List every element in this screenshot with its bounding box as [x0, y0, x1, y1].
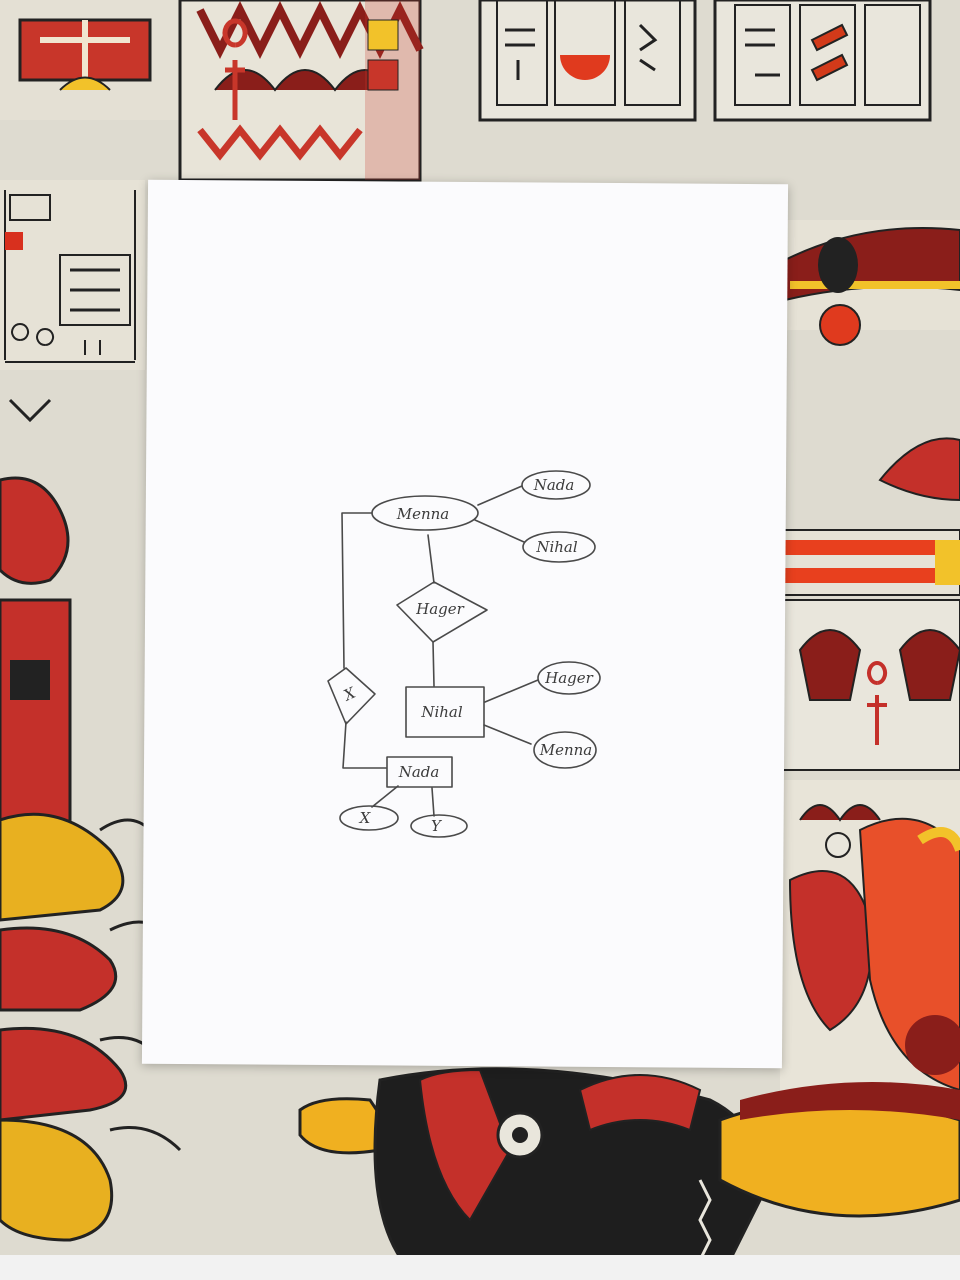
animal-figures-left	[0, 476, 182, 1242]
edge-nihal-menna-attr	[483, 724, 532, 745]
hieroglyph-cartouche-top-right	[713, 0, 932, 122]
edge-menna-x-rel	[341, 512, 373, 669]
attribute-y-label: Y	[431, 817, 443, 835]
entity-nada-label: Nada	[398, 763, 440, 781]
attribute-menna: Menna	[533, 731, 597, 769]
entity-menna-label: Menna	[396, 505, 450, 523]
attribute-y: Y	[410, 814, 468, 838]
entity-nihal: Nihal	[405, 686, 485, 738]
relationship-x: X	[327, 667, 376, 725]
hieroglyph-column-left	[0, 180, 145, 423]
edge-nihal-hager-attr	[484, 679, 539, 703]
edge-menna-nada-attr	[477, 485, 523, 506]
attribute-nada: Nada	[521, 470, 591, 500]
relationship-hager-label: Hager	[415, 600, 465, 618]
attribute-nada-label: Nada	[533, 476, 575, 494]
attribute-x-label: X	[359, 809, 372, 827]
attribute-x: X	[339, 805, 399, 831]
entity-nihal-label: Nihal	[420, 703, 463, 721]
attribute-hager-label: Hager	[544, 669, 594, 687]
edge-nada-y-attr	[431, 787, 435, 817]
attribute-nihal-label: Nihal	[535, 538, 578, 556]
relationship-x-label: X	[340, 683, 359, 705]
attribute-hager: Hager	[537, 661, 601, 695]
edge-nada-x-attr	[371, 785, 399, 808]
edge-hager-rel-nihal	[432, 641, 435, 687]
edge-x-rel-nada	[342, 721, 387, 769]
attribute-menna-label: Menna	[539, 741, 593, 759]
edge-menna-hager-rel	[427, 534, 435, 584]
attribute-nihal: Nihal	[522, 531, 596, 563]
lotus-ornament-top-left	[0, 0, 424, 182]
entity-menna: Menna	[371, 495, 479, 531]
hieroglyph-cartouche-top-left	[478, 0, 697, 122]
relationship-hager: Hager	[396, 581, 488, 643]
fish-figure-bottom	[298, 1067, 960, 1280]
edge-menna-nihal-attr	[474, 519, 525, 543]
entity-nada: Nada	[386, 756, 453, 788]
